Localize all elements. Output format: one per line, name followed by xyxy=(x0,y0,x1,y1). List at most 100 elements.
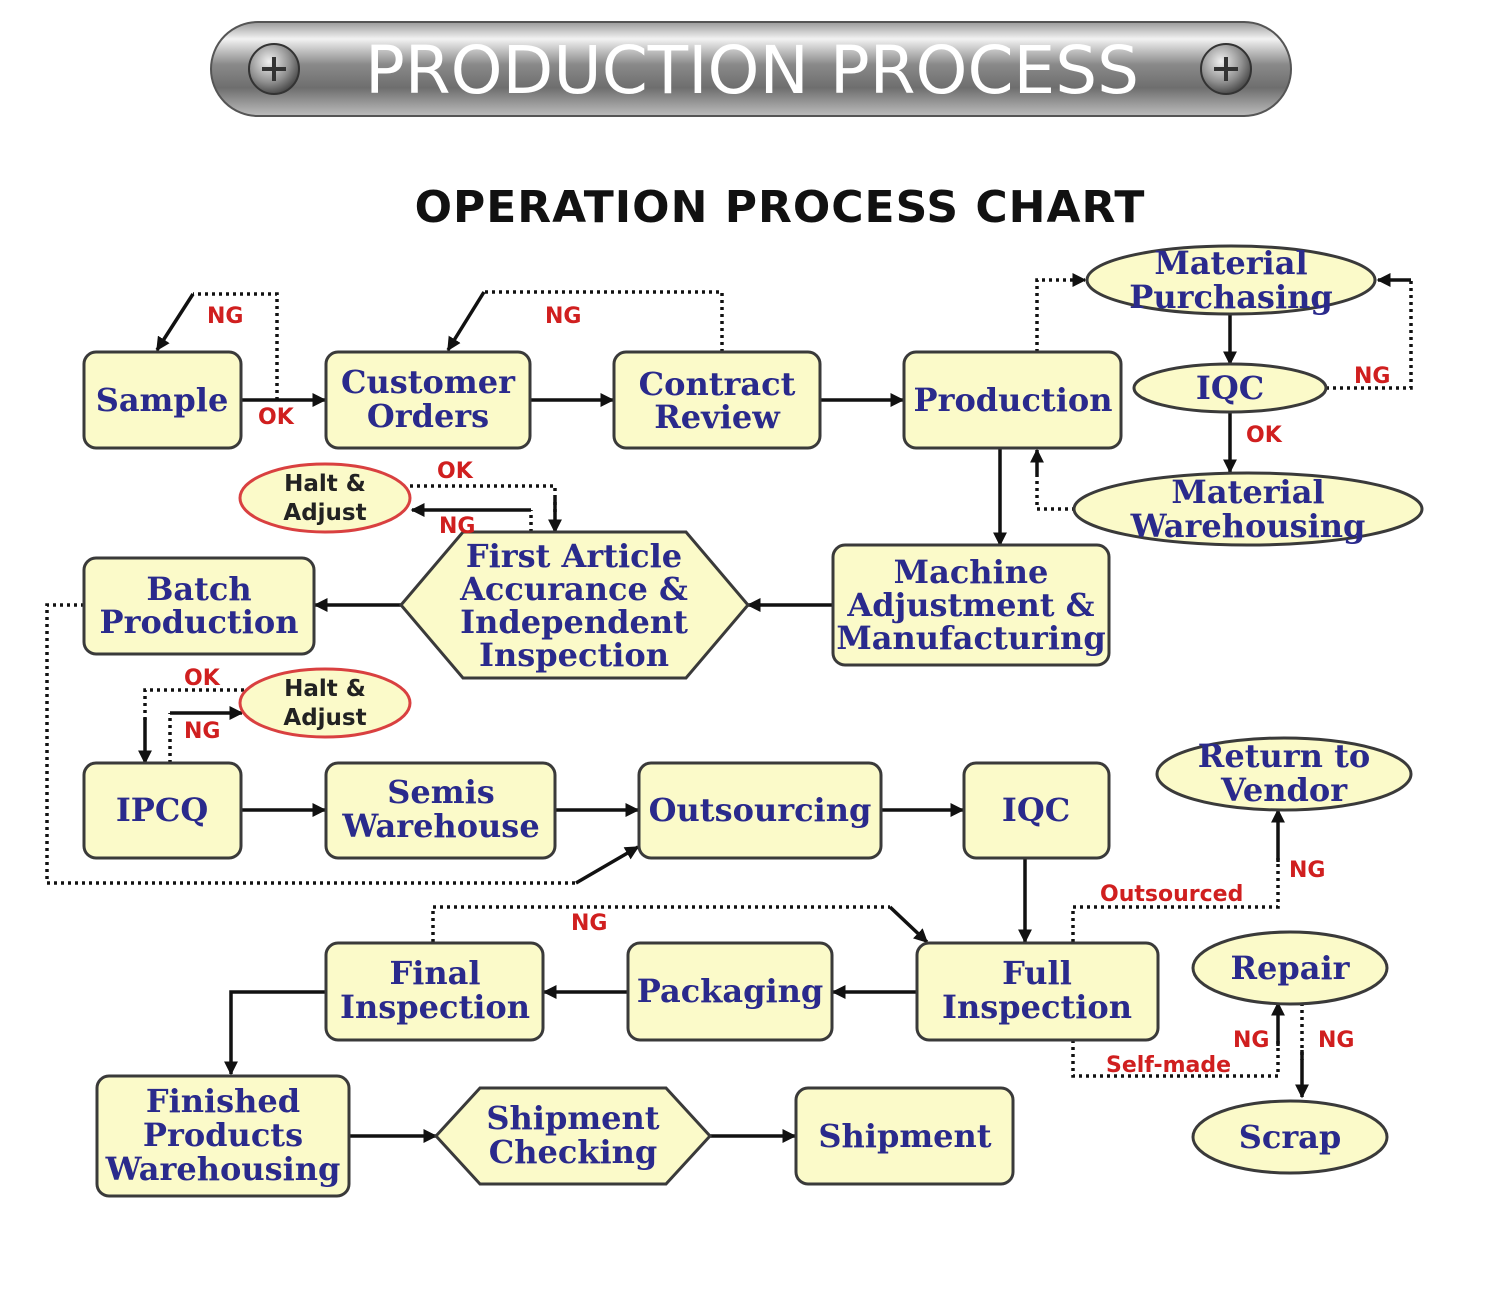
node-finished-products: Finished Products Warehousing xyxy=(95,1074,351,1198)
node-label: Purchasing xyxy=(1129,278,1332,316)
node-label: Independent xyxy=(460,603,688,641)
svg-text:Repair: Repair xyxy=(1230,949,1350,987)
svg-text:IPCQ: IPCQ xyxy=(116,791,208,829)
node-shipment: Shipment xyxy=(794,1086,1015,1186)
svg-text:Adjust: Adjust xyxy=(283,705,366,731)
svg-text:Scrap: Scrap xyxy=(1239,1118,1342,1156)
banner-title: PRODUCTION PROCESS xyxy=(365,32,1139,109)
tag-ok: OK xyxy=(184,666,221,691)
svg-text:Halt &: Halt & xyxy=(284,676,366,702)
arrow-final-ng xyxy=(888,905,929,944)
tag-ng: NG xyxy=(1233,1028,1269,1053)
node-label: Inspection xyxy=(942,988,1132,1026)
tag-ng: NG xyxy=(207,304,243,329)
loop-final-ng xyxy=(431,905,890,942)
node-label: Batch xyxy=(146,570,251,608)
tag-outsourced: Outsourced xyxy=(1100,882,1243,907)
svg-text:Production: Production xyxy=(914,381,1113,419)
node-semis-warehouse: Semis Warehouse xyxy=(324,761,557,860)
tag-ng: NG xyxy=(1354,364,1390,389)
tags: NG OK NG NG OK OK NG OK NG NG Outsourced… xyxy=(184,304,1390,1078)
node-scrap: Scrap xyxy=(1191,1099,1389,1175)
svg-text:IQC: IQC xyxy=(1196,369,1264,407)
node-label: Products xyxy=(143,1116,303,1154)
node-halt-adjust-2: Halt & Adjust xyxy=(238,667,412,739)
node-final-inspection: Final Inspection xyxy=(324,941,545,1042)
svg-text:Halt &: Halt & xyxy=(284,471,366,497)
svg-text:Orders: Orders xyxy=(367,397,489,435)
svg-text:First Article: First Article xyxy=(466,537,682,575)
node-label: First Article xyxy=(466,537,682,575)
svg-text:Production: Production xyxy=(100,603,299,641)
node-label: Shipment xyxy=(486,1099,659,1137)
node-first-article: First Article Accurance & Independent In… xyxy=(399,530,750,680)
node-label: Sample xyxy=(96,381,229,419)
svg-text:Batch: Batch xyxy=(146,570,251,608)
svg-text:Contract: Contract xyxy=(639,365,796,403)
node-label: Production xyxy=(914,381,1113,419)
node-label: Vendor xyxy=(1220,771,1348,809)
svg-text:Adjust: Adjust xyxy=(283,500,366,526)
loop-batch-outsourcing xyxy=(45,603,576,885)
node-label: Production xyxy=(100,603,299,641)
node-label: Material xyxy=(1171,473,1324,511)
arrow-sample-ng xyxy=(155,293,195,352)
node-label: Checking xyxy=(489,1133,658,1171)
node-return-vendor: Return to Vendor xyxy=(1155,736,1413,812)
svg-text:Final: Final xyxy=(389,954,480,992)
svg-text:Purchasing: Purchasing xyxy=(1129,278,1332,316)
node-label: IQC xyxy=(1002,791,1070,829)
arrow-batch-outsourcing xyxy=(575,845,640,885)
svg-text:Warehouse: Warehouse xyxy=(341,807,539,845)
svg-text:Customer: Customer xyxy=(341,363,516,401)
svg-text:Products: Products xyxy=(143,1116,303,1154)
node-label: Warehousing xyxy=(1130,507,1366,545)
node-material-purchasing: Material Purchasing xyxy=(1085,244,1377,316)
node-outsourcing: Outsourcing xyxy=(637,761,883,860)
node-iqc-mid: IQC xyxy=(962,761,1111,860)
svg-text:Material: Material xyxy=(1171,473,1324,511)
node-label: Semis xyxy=(387,773,495,811)
tag-ok: OK xyxy=(1246,423,1283,448)
svg-text:Shipment: Shipment xyxy=(486,1099,659,1137)
node-contract-review: Contract Review xyxy=(612,350,822,450)
svg-text:Packaging: Packaging xyxy=(637,972,824,1010)
svg-text:IQC: IQC xyxy=(1002,791,1070,829)
node-label: Customer xyxy=(341,363,516,401)
loop-halt2-ok xyxy=(143,688,244,720)
svg-text:Independent: Independent xyxy=(460,603,688,641)
svg-text:Accurance &: Accurance & xyxy=(459,570,688,608)
node-halt-adjust-1: Halt & Adjust xyxy=(238,462,412,534)
node-label: Warehousing xyxy=(105,1150,341,1188)
loop-self-made xyxy=(1071,1040,1280,1078)
node-label: Packaging xyxy=(637,972,824,1010)
node-sample: Sample xyxy=(82,350,243,450)
loop-halt1-ok xyxy=(410,484,557,512)
tag-ng: NG xyxy=(184,719,220,744)
arrow-production-purchasing xyxy=(1035,273,1087,352)
svg-text:Checking: Checking xyxy=(489,1133,658,1171)
svg-text:Semis: Semis xyxy=(387,773,495,811)
node-label: Accurance & xyxy=(459,570,688,608)
svg-text:Return to: Return to xyxy=(1198,737,1370,775)
svg-text:Inspection: Inspection xyxy=(942,988,1132,1026)
node-customer-orders: Customer Orders xyxy=(324,350,532,450)
loop-iqc-ng xyxy=(1326,280,1413,390)
node-label: IPCQ xyxy=(116,791,208,829)
node-label: Inspection xyxy=(340,988,530,1026)
loop-contract-ng xyxy=(484,290,724,352)
svg-text:Shipment: Shipment xyxy=(818,1117,991,1155)
node-label: Halt & xyxy=(284,676,366,702)
node-label: Orders xyxy=(367,397,489,435)
node-label: Finished xyxy=(146,1082,300,1120)
svg-text:Inspection: Inspection xyxy=(479,636,669,674)
svg-text:Warehousing: Warehousing xyxy=(1130,507,1366,545)
node-machine-adjustment: Machine Adjustment & Manufacturing xyxy=(831,543,1111,667)
chart-title: OPERATION PROCESS CHART xyxy=(415,182,1146,233)
node-label: Final xyxy=(389,954,480,992)
node-production: Production xyxy=(902,350,1123,450)
node-material-warehousing: Material Warehousing xyxy=(1072,471,1424,547)
node-label: Review xyxy=(654,398,781,436)
node-label: Repair xyxy=(1230,949,1350,987)
node-label: Material xyxy=(1154,244,1307,282)
